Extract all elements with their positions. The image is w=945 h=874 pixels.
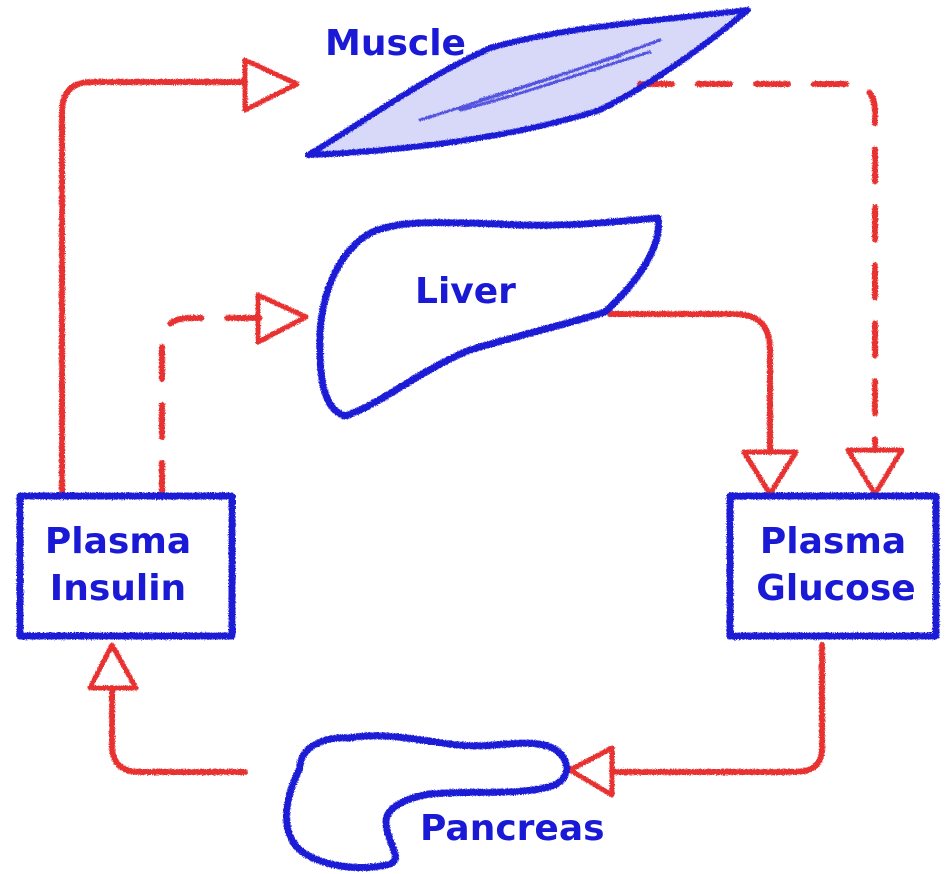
arrow-liver-to-glucose xyxy=(610,314,770,452)
plasma-glucose-box xyxy=(730,496,936,636)
arrowhead-to-insulin xyxy=(90,645,136,688)
arrow-muscle-to-glucose xyxy=(640,84,875,450)
arrowhead-to-glucose-from-muscle xyxy=(848,450,902,494)
liver-shape xyxy=(320,218,659,416)
liver-label: Liver xyxy=(415,271,516,312)
arrowhead-to-glucose-from-liver xyxy=(744,452,796,494)
pancreas-label: Pancreas xyxy=(420,808,605,849)
plasma-glucose-label-line1: Plasma xyxy=(760,521,906,562)
muscle-label: Muscle xyxy=(325,23,466,64)
arrow-insulin-to-liver xyxy=(162,318,260,495)
plasma-insulin-label-line2: Insulin xyxy=(50,568,186,609)
arrow-insulin-to-muscle xyxy=(62,82,245,495)
arrowhead-to-liver xyxy=(258,295,306,342)
arrowhead-to-muscle xyxy=(245,60,297,110)
arrowhead-to-pancreas xyxy=(570,748,612,795)
arrow-glucose-to-pancreas xyxy=(612,645,822,772)
plasma-insulin-label-line1: Plasma xyxy=(45,521,191,562)
plasma-insulin-box xyxy=(20,496,232,636)
arrow-pancreas-to-insulin xyxy=(112,688,245,772)
plasma-glucose-label-line2: Glucose xyxy=(756,568,915,609)
